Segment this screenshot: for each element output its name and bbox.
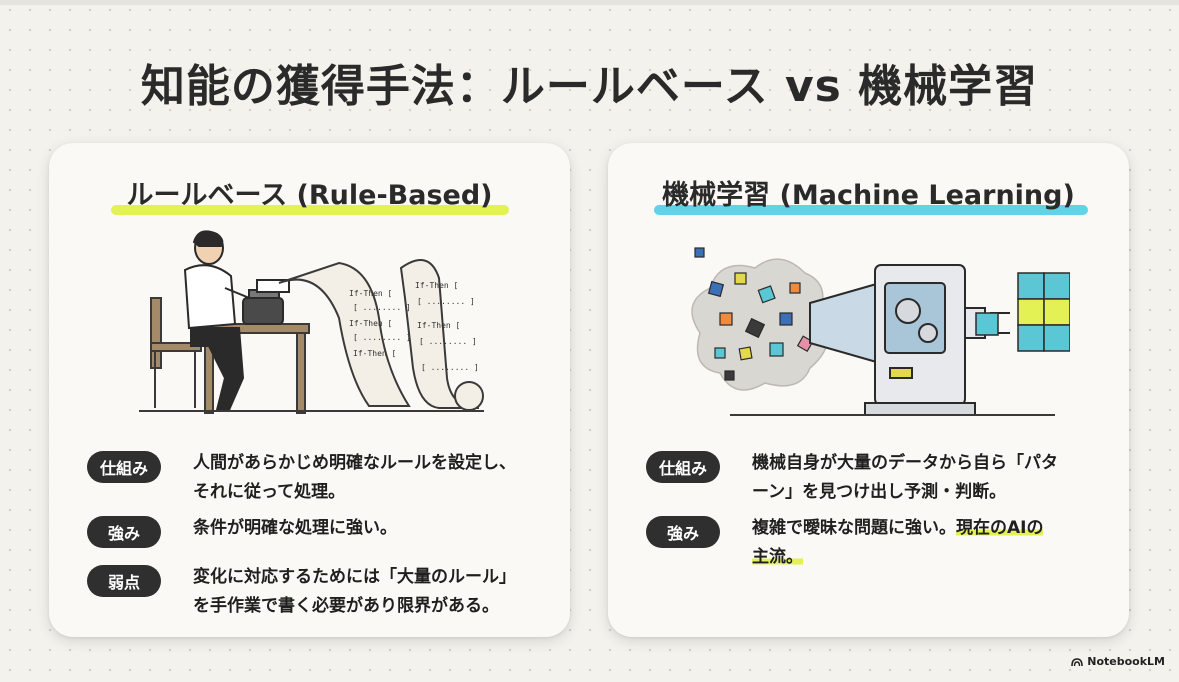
mechanism-text: 機械自身が大量のデータから自ら「パタ ーン」を見つけ出し予測・判断。: [752, 453, 1058, 502]
notebooklm-brand: NotebookLM: [1071, 655, 1165, 668]
puzzle-piece: [1043, 298, 1070, 326]
person-writing-rules-illustration: If-Then [ [ ........ ] If-Then [ [ .....…: [139, 230, 484, 414]
strength-text: 条件が明確な処理に強い。: [193, 518, 397, 538]
scroll-line: [ ........ ]: [353, 303, 411, 312]
data-cube: [719, 312, 733, 326]
title-highlight: [654, 205, 1088, 215]
gear-icon: [895, 298, 921, 324]
weakness-text: 変化に対応するためには「大量のルール」 を手作業で書く必要があり限界がある。: [193, 567, 516, 616]
data-cube: [738, 346, 753, 361]
highlighted-text: 主流。: [752, 547, 803, 567]
scroll-line: [ ........ ]: [417, 297, 475, 306]
scroll-line: [ ........ ]: [421, 363, 479, 372]
data-cube: [714, 347, 726, 359]
puzzle-piece: [1017, 324, 1045, 352]
machine-learning-card: 機械学習 (Machine Learning): [608, 143, 1129, 637]
scroll-line: If-Then [: [353, 349, 396, 358]
machine-indicator: [889, 367, 913, 379]
highlighted-text: 現在のAIの: [956, 518, 1044, 538]
data-cube: [779, 312, 793, 326]
scroll-line: If-Then [: [349, 319, 392, 328]
data-cube: [789, 282, 801, 294]
data-machine-puzzle-illustration: [691, 247, 1070, 416]
rule-scroll-1: [278, 261, 411, 407]
strength-badge: 強み: [646, 516, 720, 548]
data-cube: [707, 280, 725, 298]
puzzle-piece: [1043, 324, 1070, 352]
data-cube: [734, 272, 747, 285]
mechanism-badge: 仕組み: [646, 451, 720, 483]
data-cube: [757, 285, 776, 304]
scroll-line: If-Then [: [349, 289, 392, 298]
mechanism-badge: 仕組み: [87, 451, 161, 483]
scroll-line: [ ........ ]: [353, 333, 411, 342]
puzzle-piece: [1017, 272, 1045, 300]
data-cube: [769, 342, 784, 357]
mechanism-text: 人間があらかじめ明確なルールを設定し、 それに従って処理。: [193, 453, 516, 502]
machine-learning-title: 機械学習 (Machine Learning): [662, 180, 1075, 211]
scroll-line: If-Then [: [417, 321, 460, 330]
scroll-line: [ ........ ]: [419, 337, 477, 346]
machine-base: [864, 402, 976, 416]
person-shirt: [183, 264, 237, 330]
person-trousers: [190, 327, 245, 411]
title-highlight: [111, 205, 509, 215]
rule-based-card: ルールベース (Rule-Based): [49, 143, 570, 637]
data-cube: [724, 370, 735, 381]
data-cube: [744, 317, 766, 339]
puzzle-piece: [1017, 298, 1045, 326]
typewriter: [242, 297, 284, 325]
strength-text: 複雑で曖昧な問題に強い。現在のAIの 主流。: [752, 518, 1044, 567]
gear-icon: [918, 323, 938, 343]
puzzle-piece: [975, 312, 999, 336]
top-rule: [0, 0, 1179, 5]
page-title: 知能の獲得手法：ルールベース vs 機械学習: [140, 61, 1039, 112]
rule-based-title: ルールベース (Rule-Based): [126, 180, 493, 211]
puzzle-piece: [1043, 272, 1070, 300]
strength-badge: 強み: [87, 516, 161, 548]
data-cube: [694, 247, 705, 258]
notebooklm-logo-icon: [1071, 657, 1084, 666]
weakness-badge: 弱点: [87, 565, 161, 597]
scroll-line: If-Then [: [415, 281, 458, 290]
data-cube: [796, 335, 814, 353]
